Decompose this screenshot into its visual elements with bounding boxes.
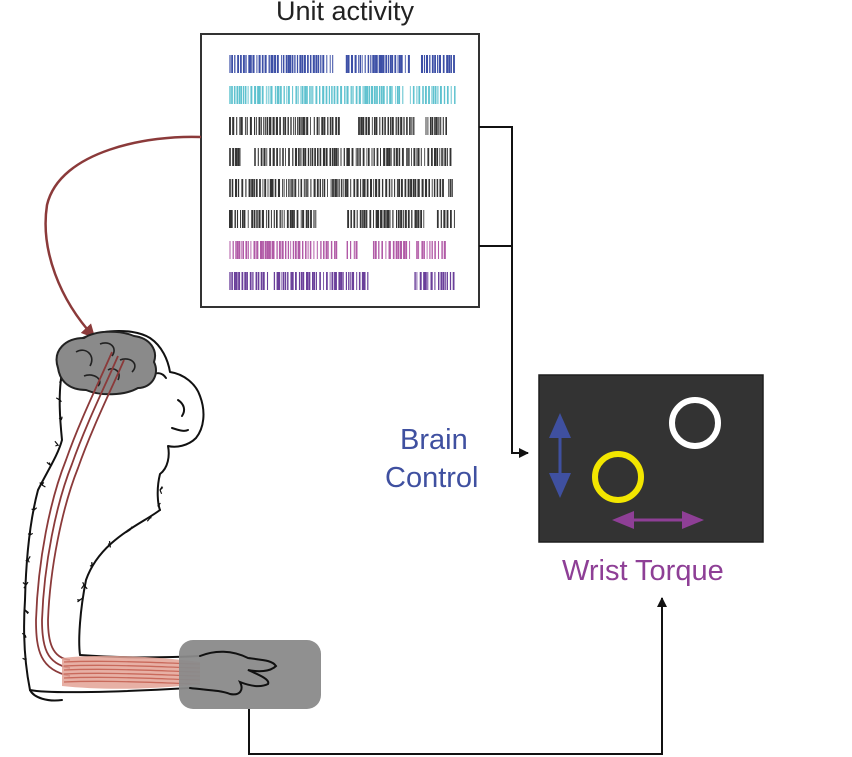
fur-stroke	[27, 555, 31, 561]
monkey-fur-texture	[21, 377, 164, 661]
fur-stroke	[60, 416, 63, 421]
fur-stroke	[21, 632, 26, 636]
fur-stroke	[82, 582, 85, 586]
up-down-arrow-icon	[549, 413, 571, 498]
fur-stroke	[25, 581, 29, 586]
fur-stroke	[33, 507, 38, 511]
raster-to-screen-connector	[479, 126, 513, 247]
fur-stroke	[108, 541, 111, 546]
brain-control-label-line2: Control	[385, 462, 479, 494]
manipulandum	[179, 640, 321, 709]
fur-stroke	[59, 399, 62, 403]
task-screen	[538, 374, 764, 543]
fur-stroke	[54, 440, 59, 446]
fur-stroke	[23, 584, 27, 589]
recording-nerve-arrow	[44, 135, 202, 339]
raster-title: Unit activity	[276, 0, 415, 26]
fur-stroke	[83, 584, 88, 590]
fur-stroke	[41, 484, 46, 488]
fur-stroke	[32, 509, 35, 512]
fur-stroke	[29, 532, 34, 536]
hand-outline	[189, 650, 278, 696]
fur-stroke	[57, 444, 60, 447]
fur-stroke	[89, 564, 93, 567]
fur-stroke	[159, 489, 163, 495]
fur-stroke	[27, 533, 31, 536]
left-right-arrow-icon	[612, 511, 704, 529]
fur-stroke	[27, 559, 30, 563]
wrist-torque-label: Wrist Torque	[562, 555, 724, 587]
fur-stroke	[159, 486, 164, 491]
fur-stroke	[57, 398, 61, 401]
fur-stroke	[22, 657, 27, 661]
fur-stroke	[55, 444, 59, 447]
fur-stroke	[22, 582, 27, 586]
fur-stroke	[79, 597, 84, 601]
fur-stroke	[80, 584, 85, 589]
target-ring-icon	[669, 397, 721, 449]
fur-stroke	[39, 482, 43, 486]
corticospinal-tracts	[35, 351, 125, 677]
fur-stroke	[24, 609, 27, 612]
fur-stroke	[125, 529, 131, 534]
fur-stroke	[46, 461, 51, 466]
raster-plot	[229, 55, 456, 290]
wrist-torque-arrow	[248, 597, 667, 755]
cursor-ring-icon	[592, 451, 644, 503]
brain-control-arrow	[511, 246, 529, 458]
brain-control-label-line1: Brain	[400, 424, 468, 456]
fur-stroke	[58, 379, 63, 383]
fur-stroke	[129, 527, 132, 531]
fur-stroke	[25, 559, 29, 562]
fur-stroke	[146, 517, 151, 522]
raster-frame	[200, 33, 480, 308]
